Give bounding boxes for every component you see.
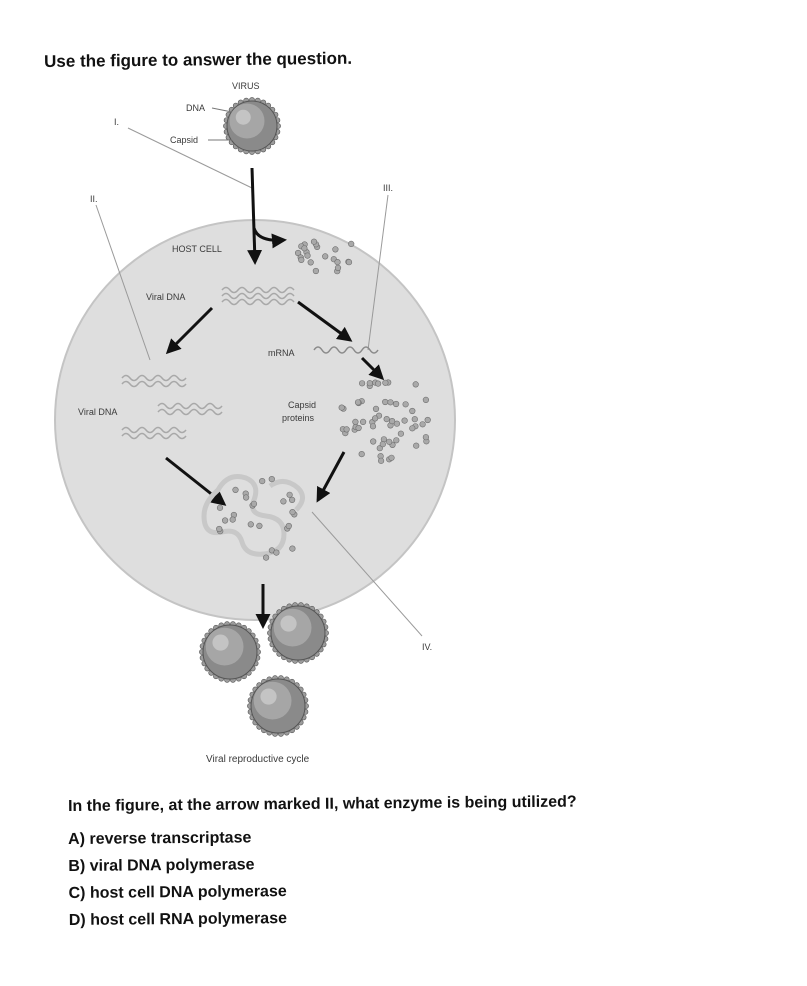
label-host-cell: HOST CELL: [172, 244, 222, 254]
marker-ii: II.: [90, 194, 98, 204]
question-text: In the figure, at the arrow marked II, w…: [68, 793, 577, 815]
figure-caption: Viral reproductive cycle: [206, 754, 310, 765]
host-cell-circle: [54, 219, 456, 621]
released-virus-icon: [267, 602, 329, 664]
viral-dna-strand-left-3: [121, 426, 187, 440]
choice-b: B) viral DNA polymerase: [68, 856, 255, 875]
label-capsid: Capsid: [170, 135, 198, 145]
capsid-protein-particles: [216, 238, 431, 561]
released-virus-icon: [247, 675, 309, 737]
label-mrna: mRNA: [268, 348, 295, 358]
label-virus: VIRUS: [232, 81, 260, 91]
pointer-line-i: [127, 127, 253, 189]
answer-choices: A) reverse transcriptase B) viral DNA po…: [68, 824, 287, 934]
label-viral-dna-top: Viral DNA: [146, 292, 185, 302]
released-virus-icon: [199, 621, 261, 683]
virus-particle-icon: [223, 97, 281, 155]
choice-a: A) reverse transcriptase: [68, 829, 252, 848]
virus-assembly-cluster: [201, 474, 305, 557]
mrna-strand: [313, 346, 379, 354]
viral-reproductive-cycle-figure: VIRUS DNA Capsid I. II. III. IV. HOST CE…: [54, 81, 456, 765]
arrow-translation: [360, 356, 385, 381]
arrow-iii-transcription: [297, 300, 353, 342]
label-viral-dna-left: Viral DNA: [78, 407, 117, 417]
arrow-entry: [247, 167, 263, 265]
marker-i: I.: [114, 117, 119, 127]
instruction-text: Use the figure to answer the question.: [44, 48, 353, 71]
marker-iv: IV.: [422, 642, 432, 652]
viral-dna-strand-left-1: [121, 374, 187, 388]
viral-dna-strand-top: [221, 286, 295, 306]
arrow-capsid-release: [252, 227, 287, 249]
pointer-line-iv: [311, 511, 423, 637]
arrow-assembly-right: [316, 451, 346, 503]
viral-dna-strand-left-2: [157, 402, 223, 416]
pointer-line-ii: [95, 204, 151, 361]
label-capsid-proteins-line2: proteins: [282, 413, 315, 423]
choice-d: D) host cell RNA polymerase: [68, 910, 288, 929]
label-dna: DNA: [186, 103, 205, 113]
choice-c: C) host cell DNA polymerase: [68, 883, 287, 902]
pointer-line-iii: [367, 194, 389, 351]
label-capsid-proteins-line1: Capsid: [288, 400, 316, 410]
pointer-line-dna: [211, 107, 233, 113]
arrow-ii-replication: [165, 306, 214, 355]
marker-iii: III.: [383, 183, 393, 193]
